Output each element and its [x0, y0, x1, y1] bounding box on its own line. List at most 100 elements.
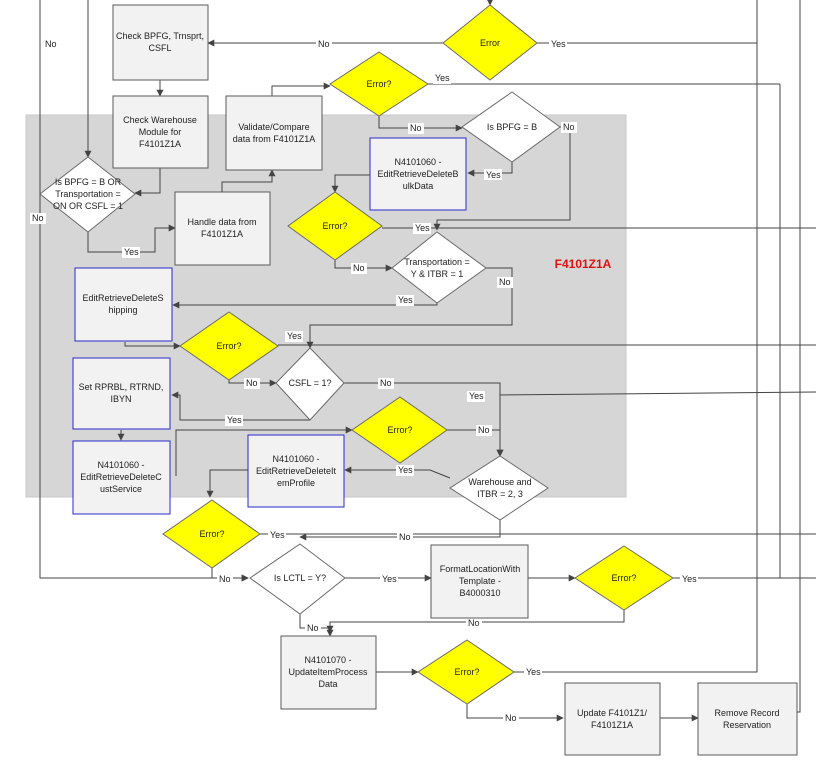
- edge-label-yes: Yes: [287, 331, 302, 341]
- box-edit-shipping: [74, 267, 173, 342]
- edge-label-yes: Yes: [435, 73, 450, 83]
- node-label-d-lctl: Is LCTL = Y?: [274, 573, 326, 583]
- box-remove-record: [697, 682, 798, 756]
- diamond-error-5: [351, 396, 448, 464]
- edge-label-yes: Yes: [398, 295, 413, 305]
- diamond-error-7: [574, 545, 674, 611]
- node-label-edit-custservice: ustService: [100, 484, 142, 494]
- edge-label-no: No: [318, 39, 330, 49]
- edge-label-yes: Yes: [551, 39, 566, 49]
- node-label-update-item: N4101070 -: [304, 655, 351, 665]
- yellow-decisions: [162, 4, 674, 705]
- node-label-set-rprbl: IBYN: [110, 394, 131, 404]
- edge-label-no: No: [219, 574, 231, 584]
- blue-boxes: [72, 137, 467, 515]
- node-label-validate: Validate/Compare: [238, 122, 309, 132]
- node-label-edit-bulk: ulkData: [403, 181, 434, 191]
- edge-label-no: No: [410, 123, 422, 133]
- edge-label-no: No: [353, 263, 365, 273]
- node-label-edit-bulk: N4101060 -: [394, 157, 441, 167]
- box-update-item: [280, 635, 377, 710]
- edge-label-no: No: [478, 425, 490, 435]
- node-label-format-location: B4000310: [459, 588, 500, 598]
- box-edit-custservice: [72, 440, 171, 515]
- edge-label-no: No: [468, 618, 480, 628]
- diamond-transportation: [391, 231, 487, 304]
- node-label-edit-itemprofile: N4101060 -: [272, 454, 319, 464]
- box-validate: [225, 95, 323, 171]
- node-label-edit-custservice: N4101060 -: [97, 460, 144, 470]
- node-label-edit-itemprofile: EditRetrieveDeleteIt: [256, 466, 337, 476]
- node-label-d-error4: Error?: [216, 341, 241, 351]
- diamond-error-6: [162, 499, 261, 569]
- node-label-edit-itemprofile: emProfile: [277, 478, 315, 488]
- node-label-check-warehouse: Check Warehouse: [123, 115, 197, 125]
- node-label-d-warehouse: ITBR = 2, 3: [477, 489, 523, 499]
- edge-label-yes: Yes: [382, 574, 397, 584]
- node-label-d-error8: Error?: [454, 667, 479, 677]
- node-label-set-rprbl: Set RPRBL, RTRND,: [79, 382, 164, 392]
- edge-label-yes: Yes: [227, 415, 242, 425]
- node-label-edit-shipping: EditRetrieveDeleteS: [82, 293, 163, 303]
- box-edit-itemprofile: [247, 434, 345, 508]
- diamond-error-8: [417, 639, 515, 705]
- diamond-error-4: [179, 311, 279, 381]
- diamond-lctl: [249, 543, 346, 615]
- node-label-update-item: Data: [318, 679, 337, 689]
- box-set-rprbl: [72, 357, 171, 430]
- node-label-d-isbpfg-or: ON OR CSFL = 1: [53, 201, 123, 211]
- box-update-f4101: [564, 682, 661, 756]
- node-label-d-isbpfg-or: Is BPFG = B OR: [55, 177, 122, 187]
- node-label-remove-record: Reservation: [723, 720, 771, 730]
- node-label-update-item: UpdateItemProcess: [288, 667, 368, 677]
- diamond-error-top: [442, 4, 538, 81]
- edge-label-no: No: [499, 277, 511, 287]
- edge-label-no: No: [307, 623, 319, 633]
- node-label-d-transport: Transportation =: [404, 257, 469, 267]
- node-label-check-warehouse: Module for: [139, 127, 182, 137]
- node-label-validate: data from F4101Z1A: [233, 134, 316, 144]
- edge-label-yes: Yes: [526, 667, 541, 677]
- node-label-d-warehouse: Warehouse and: [468, 477, 531, 487]
- node-label-edit-shipping: hipping: [108, 305, 137, 315]
- diamond-is-bpfg-b: [461, 91, 561, 163]
- edge-label-no: No: [45, 39, 57, 49]
- edge-label-yes: Yes: [124, 247, 139, 257]
- node-label-edit-custservice: EditRetrieveDeleteC: [80, 472, 162, 482]
- edge-label-yes: Yes: [270, 530, 285, 540]
- node-label-format-location: Template -: [459, 576, 501, 586]
- edge-label-no: No: [399, 532, 411, 542]
- box-check-bpfg: [112, 4, 209, 81]
- box-format-location: [430, 544, 529, 619]
- node-label-format-location: FormatLocationWith: [440, 564, 521, 574]
- node-label-d-transport: Y & ITBR = 1: [411, 269, 464, 279]
- edge-labels: No No Yes Yes No No Yes No Yes Yes No No…: [30, 38, 698, 724]
- diamond-warehouse: [449, 455, 549, 521]
- node-label-handle-data: F4101Z1A: [201, 229, 243, 239]
- diamond-error-2: [329, 51, 429, 117]
- node-label-d-error2: Error?: [366, 79, 391, 89]
- edge-label-yes: Yes: [682, 574, 697, 584]
- edge-label-no: No: [32, 213, 44, 223]
- white-decisions: [39, 91, 561, 615]
- node-label-update-f4101: F4101Z1A: [591, 720, 633, 730]
- diamond-error-3: [287, 191, 383, 261]
- edge-label-yes: Yes: [469, 391, 484, 401]
- group-title: F4101Z1A: [555, 257, 612, 271]
- diamond-csfl: [275, 347, 345, 421]
- edge-label-yes: Yes: [398, 465, 413, 475]
- node-label-remove-record: Remove Record: [714, 708, 779, 718]
- node-label-check-warehouse: F4101Z1A: [139, 139, 181, 149]
- diamond-is-bpfg-or: [39, 156, 136, 233]
- node-label-check-bpfg: Check BPFG, Trnsprt,: [116, 31, 204, 41]
- edge-label-yes: Yes: [486, 170, 501, 180]
- node-label-d-error-top: Error: [480, 38, 500, 48]
- node-label-d-error5: Error?: [387, 425, 412, 435]
- box-handle-data: [174, 191, 271, 266]
- node-label-d-error6: Error?: [199, 529, 224, 539]
- node-label-handle-data: Handle data from: [187, 217, 256, 227]
- process-boxes: [112, 4, 798, 756]
- box-check-warehouse: [112, 95, 209, 169]
- box-edit-bulk: [369, 137, 467, 211]
